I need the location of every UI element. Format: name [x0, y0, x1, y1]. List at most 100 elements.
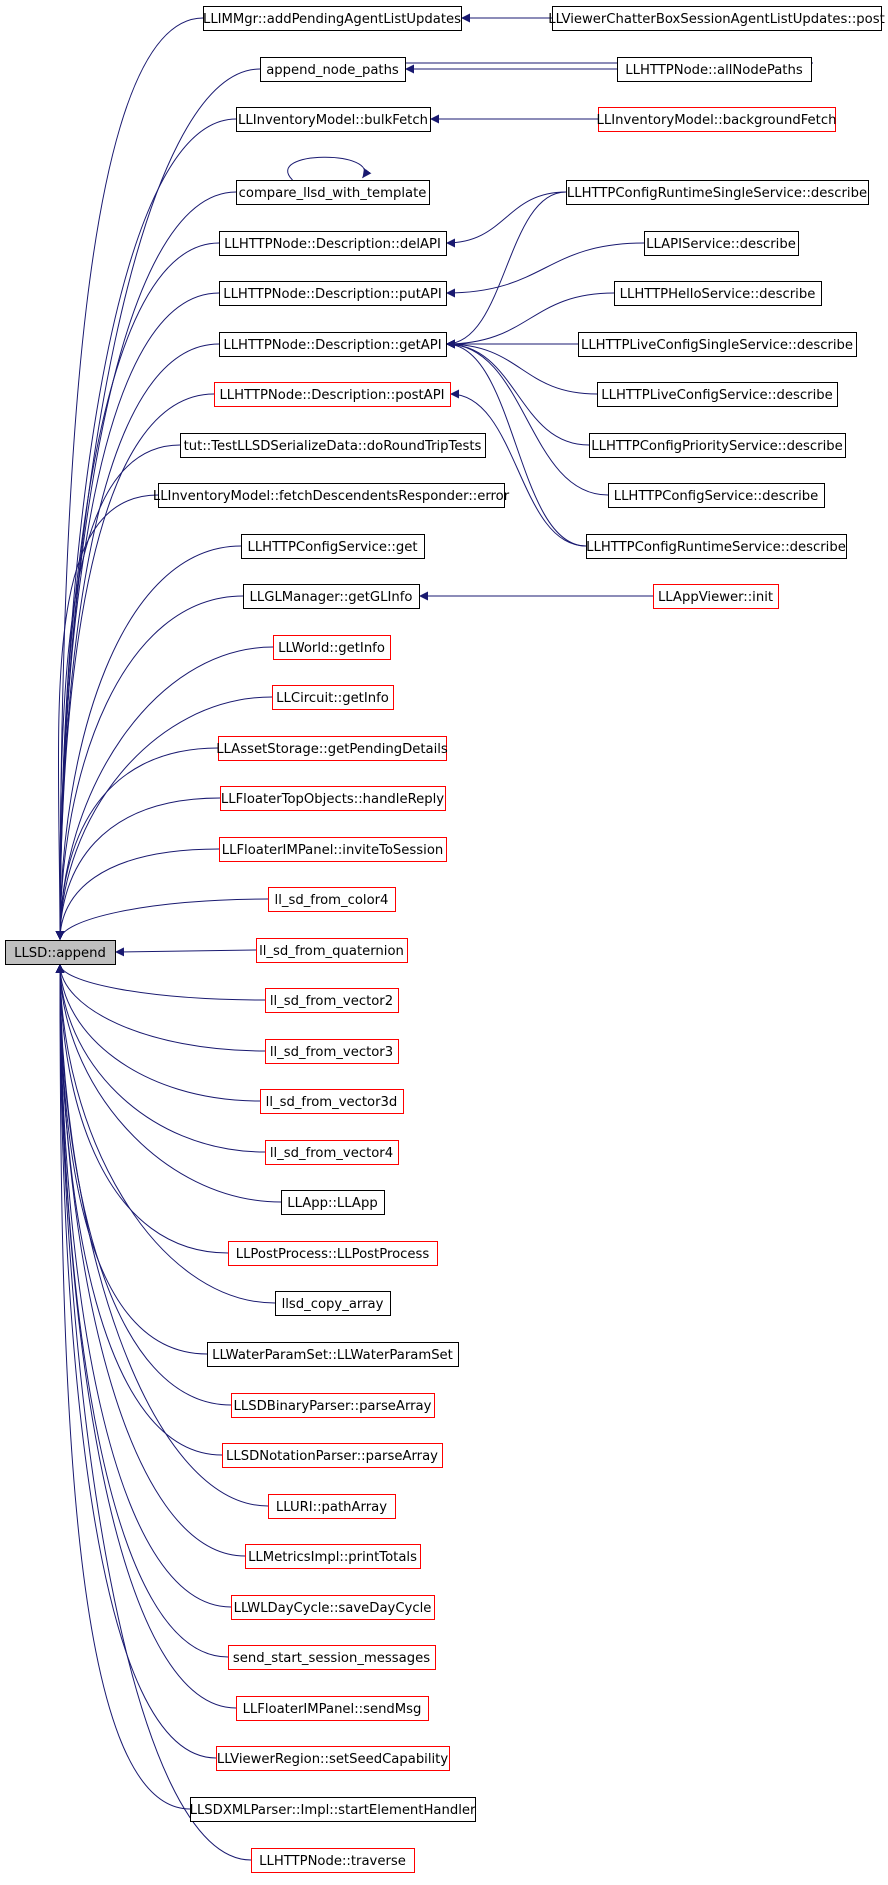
graph-node[interactable]: LLHTTPConfigService::get	[241, 534, 425, 559]
graph-node[interactable]: ll_sd_from_vector4	[265, 1140, 399, 1165]
node-box	[268, 1494, 396, 1519]
graph-node[interactable]: LLHTTPConfigService::describe	[608, 483, 825, 508]
graph-node[interactable]: LLSDBinaryParser::parseArray	[231, 1393, 435, 1418]
graph-node[interactable]: LLHTTPLiveConfigService::describe	[597, 382, 838, 407]
node-box	[552, 6, 882, 31]
node-label: LLWLDayCycle::saveDayCycle	[234, 1601, 432, 1616]
graph-node[interactable]: LLInventoryModel::fetchDescendentsRespon…	[153, 483, 510, 508]
graph-node[interactable]: LLFloaterIMPanel::sendMsg	[236, 1696, 429, 1721]
node-box	[245, 1544, 421, 1569]
node-box	[578, 332, 857, 357]
node-label: LLGLManager::getGLInfo	[250, 590, 413, 605]
graph-node[interactable]: LLURI::pathArray	[268, 1494, 396, 1519]
graph-node[interactable]: ll_sd_from_vector3	[265, 1039, 399, 1064]
graph-node[interactable]: LLPostProcess::LLPostProcess	[228, 1241, 438, 1266]
node-label: compare_llsd_with_template	[239, 186, 427, 201]
graph-node[interactable]: LLHTTPConfigRuntimeService::describe	[586, 534, 847, 559]
node-box	[219, 231, 447, 256]
graph-node[interactable]: LLSDNotationParser::parseArray	[222, 1443, 443, 1468]
node-label: LLViewerChatterBoxSessionAgentListUpdate…	[548, 12, 885, 27]
graph-node[interactable]: LLViewerRegion::setSeedCapability	[216, 1746, 450, 1771]
edge-n18-to-root	[55, 444, 181, 941]
graph-node[interactable]: LLHTTPLiveConfigSingleService::describe	[578, 332, 857, 357]
edge-n36-to-root	[55, 963, 282, 1203]
node-label: LLInventoryModel::backgroundFetch	[597, 113, 837, 128]
node-box	[158, 483, 505, 508]
graph-node[interactable]: LLHTTPNode::Description::delAPI	[219, 231, 447, 256]
edge-n47-to-root	[55, 963, 217, 1759]
node-label: ll_sd_from_vector4	[270, 1146, 393, 1161]
node-box	[243, 584, 420, 609]
node-label: ll_sd_from_vector3	[270, 1045, 393, 1060]
node-box	[617, 57, 812, 82]
node-box	[214, 382, 451, 407]
node-box	[190, 1797, 476, 1822]
graph-node[interactable]: LLInventoryModel::backgroundFetch	[597, 107, 837, 132]
node-label: LLHTTPHelloService::describe	[620, 287, 816, 302]
graph-node[interactable]: LLGLManager::getGLInfo	[243, 584, 420, 609]
node-label: LLIMMgr::addPendingAgentListUpdates	[203, 12, 461, 27]
graph-node[interactable]: LLAssetStorage::getPendingDetails	[216, 736, 448, 761]
graph-node[interactable]: send_start_session_messages	[228, 1645, 436, 1670]
graph-node[interactable]: LLHTTPNode::traverse	[251, 1848, 415, 1873]
graph-node[interactable]: compare_llsd_with_template	[236, 180, 430, 205]
graph-node[interactable]: ll_sd_from_color4	[268, 887, 396, 912]
node-box	[219, 837, 447, 862]
graph-node[interactable]: tut::TestLLSDSerializeData::doRoundTripT…	[180, 433, 486, 458]
graph-node[interactable]: LLSDXMLParser::Impl::startElementHandler	[190, 1797, 476, 1822]
graph-node[interactable]: LLHTTPNode::Description::postAPI	[214, 382, 451, 407]
node-label: LLWorld::getInfo	[278, 641, 385, 656]
node-box	[251, 1848, 415, 1873]
graph-node[interactable]: LLApp::LLApp	[281, 1190, 385, 1215]
node-box	[260, 1089, 404, 1114]
edge-n1-to-root	[55, 17, 204, 941]
node-box	[216, 1746, 450, 1771]
graph-node[interactable]: ll_sd_from_vector3d	[260, 1089, 404, 1114]
node-label: LLInventoryModel::fetchDescendentsRespon…	[153, 489, 510, 504]
edge-n32-to-root	[55, 963, 266, 1001]
node-box	[265, 988, 399, 1013]
graph-node[interactable]: LLCircuit::getInfo	[272, 685, 394, 710]
node-label: LLSD::append	[14, 946, 106, 961]
edge-n29-to-root	[55, 848, 220, 941]
graph-node[interactable]: LLFloaterIMPanel::inviteToSession	[219, 837, 447, 862]
node-box	[566, 180, 869, 205]
graph-node[interactable]: LLHTTPNode::allNodePaths	[617, 57, 812, 82]
graph-node[interactable]: LLAPIService::describe	[644, 231, 799, 256]
graph-node[interactable]: LLViewerChatterBoxSessionAgentListUpdate…	[548, 6, 885, 31]
node-box	[260, 57, 406, 82]
graph-node[interactable]: LLInventoryModel::bulkFetch	[236, 107, 431, 132]
node-label: LLHTTPConfigPriorityService::describe	[591, 439, 843, 454]
edge-n34-to-root	[55, 963, 261, 1102]
graph-node[interactable]: llsd_copy_array	[275, 1291, 391, 1316]
node-label: LLFloaterTopObjects::handleReply	[221, 792, 444, 807]
graph-node[interactable]: ll_sd_from_vector2	[265, 988, 399, 1013]
graph-node[interactable]: LLAppViewer::init	[653, 584, 779, 609]
graph-node[interactable]: LLHTTPConfigRuntimeSingleService::descri…	[566, 180, 869, 205]
node-label: ll_sd_from_vector3d	[266, 1095, 398, 1110]
graph-node[interactable]: LLWLDayCycle::saveDayCycle	[231, 1595, 435, 1620]
node-label: LLCircuit::getInfo	[276, 691, 389, 706]
graph-node[interactable]: ll_sd_from_quaternion	[256, 938, 408, 963]
graph-node[interactable]: LLFloaterTopObjects::handleReply	[220, 786, 446, 811]
graph-node[interactable]: LLWorld::getInfo	[273, 635, 391, 660]
node-label: LLHTTPNode::Description::postAPI	[219, 388, 444, 403]
node-box	[236, 180, 430, 205]
graph-node[interactable]: append_node_paths	[260, 57, 406, 82]
root-node[interactable]: LLSD::append	[5, 940, 116, 965]
graph-node[interactable]: LLMetricsImpl::printTotals	[245, 1544, 421, 1569]
node-box	[231, 1595, 435, 1620]
graph-node[interactable]: LLHTTPNode::Description::putAPI	[219, 281, 447, 306]
edge-n23-to-root	[55, 595, 244, 941]
graph-node[interactable]: LLHTTPNode::Description::getAPI	[219, 332, 447, 357]
node-label: LLAPIService::describe	[646, 237, 796, 252]
node-box	[598, 107, 836, 132]
graph-node[interactable]: LLWaterParamSet::LLWaterParamSet	[207, 1342, 459, 1367]
graph-node[interactable]: LLHTTPConfigPriorityService::describe	[589, 433, 846, 458]
node-label: LLHTTPNode::Description::putAPI	[223, 287, 442, 302]
edge-n49-to-root	[55, 963, 252, 1861]
edge-n17-to-n12	[445, 339, 590, 446]
graph-node[interactable]: LLHTTPHelloService::describe	[614, 281, 822, 306]
graph-node[interactable]: LLIMMgr::addPendingAgentListUpdates	[203, 6, 462, 31]
node-label: LLAssetStorage::getPendingDetails	[216, 742, 448, 757]
